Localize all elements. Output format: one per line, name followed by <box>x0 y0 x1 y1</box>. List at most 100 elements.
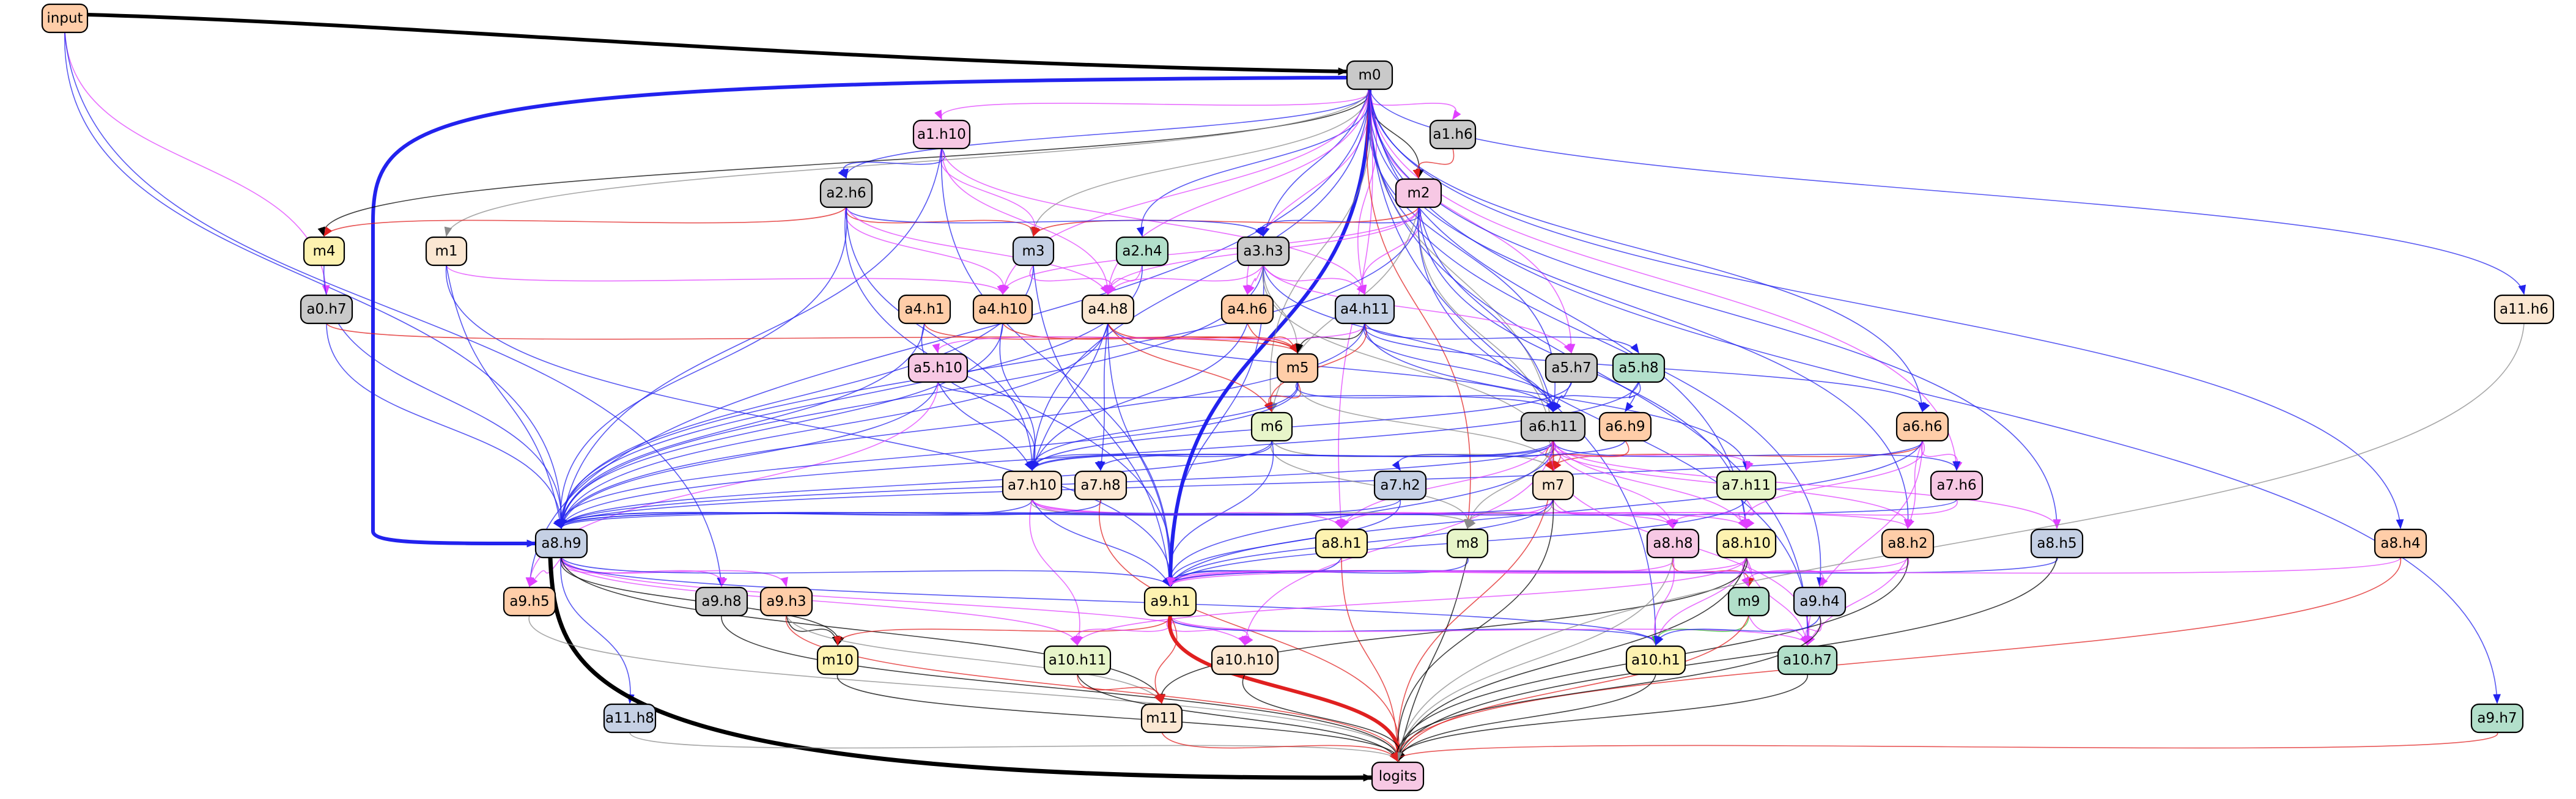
node-a10h11[interactable]: a10.h11 <box>1043 645 1112 676</box>
node-a11h6[interactable]: a11.h6 <box>2493 294 2555 325</box>
edge-m7-to-a8h9 <box>553 499 1554 529</box>
node-m5[interactable]: m5 <box>1276 353 1319 383</box>
node-input[interactable]: input <box>41 3 89 34</box>
node-m8[interactable]: m8 <box>1446 528 1489 559</box>
edge-a9h5-to-logits <box>528 615 1404 762</box>
edge-a4h11-to-m5 <box>1296 323 1365 354</box>
node-a8h10[interactable]: a8.h10 <box>1716 528 1777 559</box>
node-m4[interactable]: m4 <box>303 236 345 267</box>
node-a7h8[interactable]: a7.h8 <box>1074 470 1127 501</box>
node-a9h7[interactable]: a9.h7 <box>2470 703 2524 734</box>
edge-a7h8-to-a8h9 <box>554 499 1101 529</box>
node-m10[interactable]: m10 <box>816 645 859 676</box>
node-a9h3[interactable]: a9.h3 <box>759 586 813 617</box>
edge-a5h8-to-a6h11 <box>1546 381 1641 413</box>
node-box <box>1881 528 1935 559</box>
node-a6h6[interactable]: a6.h6 <box>1895 411 1949 442</box>
node-m6[interactable]: m6 <box>1250 411 1293 442</box>
node-layer: input m0 a1.h10 a1.h6 m2 a2.h6 m4 m1 m3 a2.h4 a3.h… <box>41 3 2555 792</box>
node-a3h3[interactable]: a3.h3 <box>1236 236 1290 267</box>
node-box <box>695 586 748 617</box>
node-a6h9[interactable]: a6.h9 <box>1598 411 1652 442</box>
node-a10h10[interactable]: a10.h10 <box>1211 645 1279 676</box>
node-a8h8[interactable]: a8.h8 <box>1646 528 1700 559</box>
edge-a5h10-to-a7h10 <box>937 381 1033 471</box>
edge-a11h8-to-logits <box>629 732 1402 762</box>
edge-m0-to-m1 <box>444 89 1370 237</box>
edge-a7h6-to-a8h9 <box>558 499 1957 529</box>
node-m1[interactable]: m1 <box>425 236 468 267</box>
node-label: a9.h1 <box>1150 594 1190 609</box>
node-a8h5[interactable]: a8.h5 <box>2030 528 2084 559</box>
node-a11h8[interactable]: a11.h8 <box>603 703 657 734</box>
node-a5h8[interactable]: a5.h8 <box>1612 353 1666 383</box>
node-m7[interactable]: m7 <box>1532 470 1574 501</box>
node-a8h9[interactable]: a8.h9 <box>534 528 588 559</box>
node-a9h8[interactable]: a9.h8 <box>695 586 748 617</box>
edge-m9-to-a10h7 <box>1748 615 1808 646</box>
node-a2h6[interactable]: a2.h6 <box>819 178 873 208</box>
node-a4h6[interactable]: a4.h6 <box>1220 294 1274 325</box>
node-a10h7[interactable]: a10.h7 <box>1777 645 1838 676</box>
node-a4h10[interactable]: a4.h10 <box>972 294 1033 325</box>
node-label: m11 <box>1146 710 1178 726</box>
edge-m9-to-a10h1 <box>1652 615 1749 646</box>
node-box <box>1081 294 1135 325</box>
node-box <box>1043 645 1112 676</box>
edge-a10h7-to-logits <box>1392 674 1808 762</box>
edge-input-to-a8h9 <box>64 32 566 529</box>
node-box <box>912 119 971 150</box>
node-label: a8.h5 <box>2037 536 2076 551</box>
edge-a3h3-to-m5 <box>1263 265 1302 354</box>
edge-m2-to-a3h3 <box>1255 207 1422 237</box>
edge-a9h1-to-m11 <box>1154 615 1178 704</box>
node-m0[interactable]: m0 <box>1346 60 1393 90</box>
node-a8h1[interactable]: a8.h1 <box>1315 528 1368 559</box>
node-a2h4[interactable]: a2.h4 <box>1115 236 1169 267</box>
edge-a8h2-to-a10h7 <box>1807 557 1908 646</box>
edge-a8h4-to-a9h1 <box>1167 557 2401 587</box>
edge-a10h1-to-logits <box>1395 674 1656 762</box>
node-a4h1[interactable]: a4.h1 <box>898 294 951 325</box>
edge-a3h3-to-a4h8 <box>1107 265 1264 295</box>
node-a9h1[interactable]: a9.h1 <box>1143 586 1197 617</box>
node-a0h7[interactable]: a0.h7 <box>300 294 353 325</box>
node-a1h10[interactable]: a1.h10 <box>912 119 971 150</box>
node-label: input <box>46 10 83 26</box>
edge-a4h8-to-m6 <box>1107 323 1272 413</box>
node-logits[interactable]: logits <box>1371 761 1425 792</box>
edge-a3h3-to-a6h11 <box>1263 265 1556 413</box>
node-label: m9 <box>1737 594 1760 609</box>
node-a5h10[interactable]: a5.h10 <box>907 353 969 383</box>
node-a5h7[interactable]: a5.h7 <box>1544 353 1598 383</box>
node-m9[interactable]: m9 <box>1727 586 1770 617</box>
node-m2[interactable]: m2 <box>1395 178 1442 208</box>
edge-m6-to-m8 <box>1270 440 1474 529</box>
edge-a11h6-to-logits <box>1394 323 2525 762</box>
node-a9h4[interactable]: a9.h4 <box>1793 586 1847 617</box>
node-a7h11[interactable]: a7.h11 <box>1716 470 1777 501</box>
node-a4h8[interactable]: a4.h8 <box>1081 294 1135 325</box>
node-a7h6[interactable]: a7.h6 <box>1930 470 1984 501</box>
node-m3[interactable]: m3 <box>1012 236 1055 267</box>
node-a6h11[interactable]: a6.h11 <box>1520 411 1586 442</box>
edge-a8h9-to-a10h1 <box>561 557 1664 646</box>
edge-a10h11-to-logits <box>1077 674 1399 762</box>
node-box <box>603 703 657 734</box>
node-box <box>1395 178 1442 208</box>
node-box <box>1598 411 1652 442</box>
node-a4h11[interactable]: a4.h11 <box>1334 294 1395 325</box>
node-a8h2[interactable]: a8.h2 <box>1881 528 1935 559</box>
node-a7h2[interactable]: a7.h2 <box>1373 470 1427 501</box>
node-m11[interactable]: m11 <box>1140 703 1183 734</box>
node-a1h6[interactable]: a1.h6 <box>1429 119 1477 150</box>
node-box <box>759 586 813 617</box>
edge-m3-to-a9h1 <box>1033 265 1173 587</box>
node-a10h1[interactable]: a10.h1 <box>1625 645 1686 676</box>
node-a7h10[interactable]: a7.h10 <box>1002 470 1063 501</box>
node-a9h5[interactable]: a9.h5 <box>503 586 556 617</box>
edge-a9h1-to-a10h7 <box>1170 615 1809 646</box>
node-box <box>1446 528 1489 559</box>
node-a8h4[interactable]: a8.h4 <box>2374 528 2427 559</box>
node-label: a2.h4 <box>1122 243 1162 259</box>
